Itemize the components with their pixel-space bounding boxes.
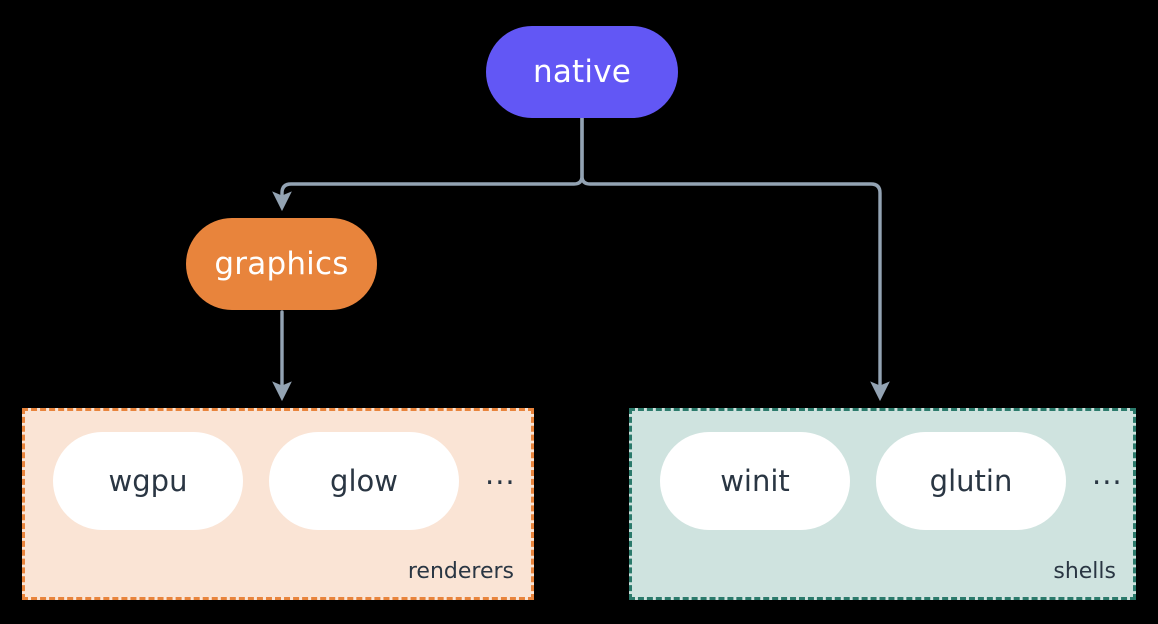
node-native-label: native <box>532 53 632 90</box>
item-wgpu-label: wgpu <box>108 463 188 498</box>
group-shells: winit glutin ... shells <box>629 408 1136 600</box>
node-graphics-label: graphics <box>214 245 349 282</box>
renderers-ellipsis: ... <box>485 456 516 491</box>
edge-native-graphics <box>272 116 584 212</box>
group-renderers-items: wgpu glow ... <box>25 432 531 530</box>
item-winit[interactable]: winit <box>660 432 850 530</box>
node-native[interactable]: native <box>486 26 678 118</box>
group-renderers: wgpu glow ... renderers <box>22 408 534 600</box>
shells-ellipsis: ... <box>1092 456 1123 491</box>
item-glutin-label: glutin <box>929 463 1013 498</box>
item-glutin[interactable]: glutin <box>876 432 1066 530</box>
edge-native-shells <box>580 116 890 402</box>
group-shells-label: shells <box>1053 559 1116 584</box>
group-shells-items: winit glutin ... <box>632 432 1133 530</box>
item-wgpu[interactable]: wgpu <box>53 432 243 530</box>
group-renderers-label: renderers <box>407 559 514 584</box>
node-graphics[interactable]: graphics <box>186 218 377 310</box>
item-winit-label: winit <box>720 463 790 498</box>
item-glow[interactable]: glow <box>269 432 459 530</box>
item-glow-label: glow <box>330 463 398 498</box>
